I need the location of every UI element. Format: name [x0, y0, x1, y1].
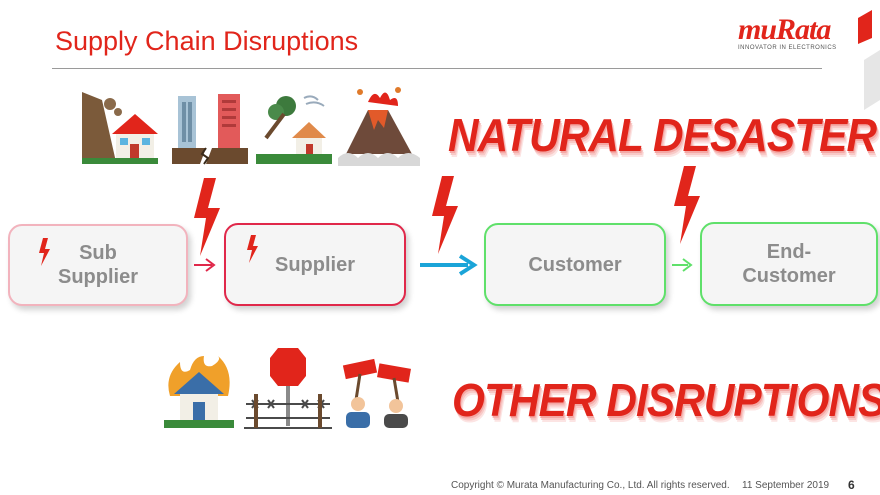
lightning-bolt-icon: [194, 178, 220, 256]
protest-icon: [342, 358, 411, 428]
earthquake-buildings-icon: [172, 94, 248, 165]
house-fire-icon: [164, 356, 234, 428]
sub-supplier-label: Sub Supplier: [57, 242, 138, 288]
company-logo: muRata: [738, 13, 831, 46]
sub-supplier-box: Sub Supplier: [8, 224, 188, 306]
end-customer-box: End- Customer: [700, 222, 878, 306]
arrow-right-icon: [420, 254, 478, 276]
war-barbed-wire-icon: [244, 348, 332, 429]
lightning-bolt-icon: [432, 176, 458, 254]
footer-date: 11 September 2019: [742, 480, 830, 491]
other-disruptions-headline: OTHER DISRUPTIONS: [452, 374, 880, 426]
landslide-icon: [82, 92, 158, 164]
storm-tree-house-icon: [256, 95, 332, 164]
page-title: Supply Chain Disruptions: [55, 26, 359, 56]
lightning-bolt-icon: [674, 166, 700, 244]
title-divider: [52, 68, 822, 69]
customer-box: Customer: [484, 223, 666, 306]
lightning-bolt-icon: [39, 238, 50, 266]
arrow-right-icon: [194, 258, 216, 272]
logo-tagline: INNOVATOR IN ELECTRONICS: [738, 45, 837, 51]
footer-copyright: Copyright © Murata Manufacturing Co., Lt…: [451, 480, 730, 491]
natural-disaster-headline: NATURAL DESASTER: [448, 109, 877, 161]
supplier-box: Supplier: [224, 223, 406, 306]
end-customer-label: End- Customer: [742, 241, 836, 287]
volcano-icon: [338, 87, 420, 166]
supplier-label: Supplier: [274, 253, 355, 276]
corner-decoration-icon: [858, 10, 880, 110]
page-number: 6: [848, 478, 855, 492]
arrow-right-icon: [672, 258, 693, 272]
customer-label: Customer: [528, 253, 622, 276]
lightning-bolt-icon: [247, 235, 258, 263]
